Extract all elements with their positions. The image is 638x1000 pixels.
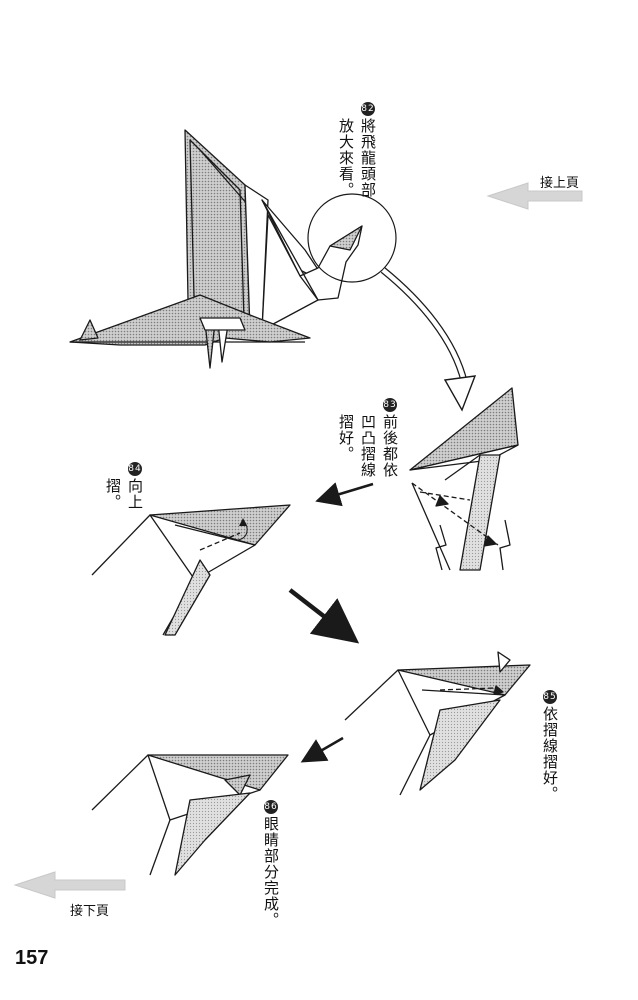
step-86-caption: 86眼睛部分完成。 <box>262 800 280 928</box>
step-84-number: 84 <box>128 462 142 476</box>
step-83-number: 83 <box>383 398 397 412</box>
prev-page-arrow-icon[interactable] <box>486 182 583 210</box>
step-arrow-2 <box>288 588 360 644</box>
step-83-caption: 83前後都依 凹凸摺線 摺好。 <box>337 398 399 478</box>
page-number: 157 <box>15 947 49 969</box>
head-step-83 <box>409 387 519 571</box>
next-page-arrow-icon[interactable] <box>13 871 126 899</box>
magnify-circle <box>307 193 397 283</box>
step-85-number: 85 <box>543 690 557 704</box>
step-82-line-1: 82將飛龍頭部 <box>359 102 377 198</box>
step-85-caption: 85依摺線摺好。 <box>541 690 559 802</box>
step-arrow-3 <box>300 736 344 763</box>
step-84-line-2: 摺。 <box>104 478 122 510</box>
step-arrow-1 <box>315 482 374 507</box>
step-83-line-1: 83前後都依 <box>381 398 399 478</box>
next-page-label[interactable]: 接下頁 <box>70 904 110 919</box>
head-step-86 <box>91 754 289 876</box>
step-86-number: 86 <box>264 800 278 814</box>
prev-page-label[interactable]: 接上頁 <box>540 176 580 191</box>
step-85-line-1: 85依摺線摺好。 <box>541 690 559 802</box>
step-82-line-2: 放大來看。 <box>337 118 355 198</box>
head-step-85 <box>344 651 531 796</box>
head-step-84 <box>91 504 291 636</box>
step-84-line-1: 84向上 <box>126 462 144 510</box>
dragon-figure-step-82 <box>69 129 363 369</box>
step-83-line-3: 摺好。 <box>337 414 355 462</box>
step-83-line-2: 凹凸摺線 <box>359 414 377 478</box>
step-86-line-1: 86眼睛部分完成。 <box>262 800 280 928</box>
zoom-arrow-icon <box>380 267 477 412</box>
step-84-caption: 84向上 摺。 <box>104 462 144 510</box>
step-82-caption: 82將飛龍頭部 放大來看。 <box>337 102 377 198</box>
step-82-number: 82 <box>361 102 375 116</box>
